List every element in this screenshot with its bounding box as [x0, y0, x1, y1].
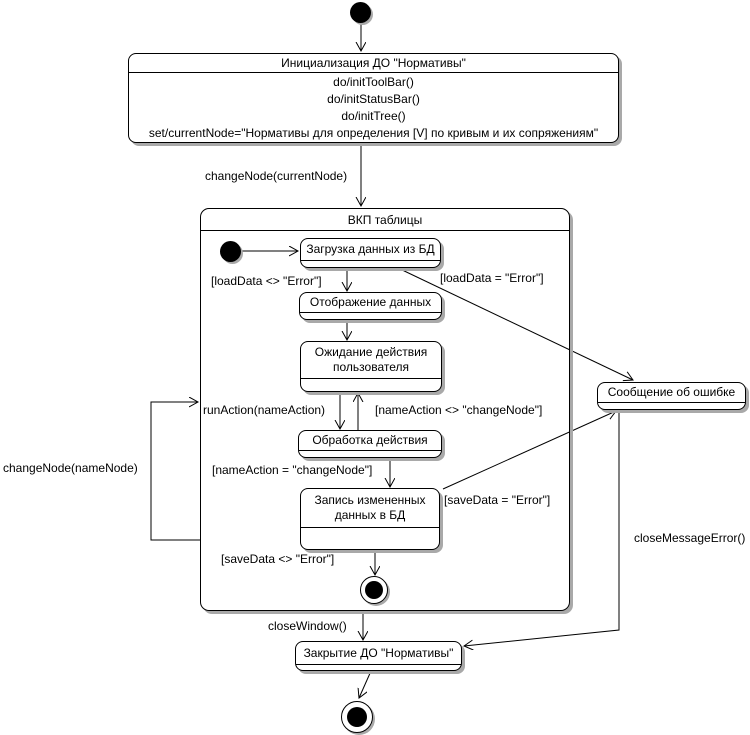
state-title: Запись измененных данных в БД	[301, 489, 439, 528]
action-line: do/initStatusBar()	[327, 92, 420, 106]
state-empty-compartment	[301, 528, 439, 549]
state-title: Сообщение об ошибке	[598, 383, 745, 403]
transition-label-close-message-error: closeMessageError()	[634, 531, 746, 545]
transition-label-name-action-neq: [nameAction <> "changeNode"]	[375, 403, 543, 417]
state-empty-compartment	[296, 665, 461, 670]
composite-state-title: ВКП таблицы	[201, 209, 569, 231]
transition-label-save-error: [saveData = "Error"]	[444, 493, 551, 507]
state-error-message: Сообщение об ошибке	[597, 382, 746, 410]
composite-state-vkp-table: ВКП таблицы	[200, 208, 570, 611]
arrow-load-to-error	[397, 267, 633, 380]
arrow-vkp-self-loop	[150, 402, 200, 541]
arrow-close-to-final	[359, 670, 372, 698]
state-load-data-from-db: Загрузка данных из БД	[300, 238, 441, 268]
transition-label-load-error: [loadData = "Error"]	[440, 271, 544, 285]
state-empty-compartment	[300, 313, 441, 319]
transition-label-save-ok: [saveData <> "Error"]	[221, 552, 335, 566]
inner-initial-state-icon	[220, 241, 241, 262]
inner-final-state-icon	[360, 576, 388, 604]
initial-state-icon	[350, 2, 371, 23]
state-actions: do/initToolBar() do/initStatusBar() do/i…	[129, 73, 618, 142]
state-display-data: Отображение данных	[299, 292, 442, 320]
state-save-changed-data: Запись измененных данных в БД	[300, 488, 440, 550]
action-line: do/initToolBar()	[333, 75, 414, 89]
transition-label-change-node-current: changeNode(currentNode)	[205, 169, 348, 183]
state-title: Инициализация ДО "Нормативы"	[129, 54, 618, 73]
state-close-do-normativy: Закрытие ДО "Нормативы"	[295, 641, 462, 671]
state-empty-compartment	[299, 451, 441, 457]
state-empty-compartment	[301, 379, 441, 391]
state-title: Загрузка данных из БД	[301, 239, 440, 261]
state-title: Закрытие ДО "Нормативы"	[296, 642, 461, 665]
arrow-error-to-close	[464, 409, 620, 646]
arrow-save-to-error	[442, 411, 616, 490]
state-title: Отображение данных	[300, 293, 441, 313]
transition-label-run-action: runAction(nameAction)	[203, 403, 326, 417]
action-line: set/currentNode="Нормативы для определен…	[148, 126, 599, 140]
state-wait-user-action: Ожидание действия пользователя	[300, 341, 442, 392]
state-empty-compartment	[301, 261, 440, 267]
state-title: Ожидание действия пользователя	[301, 342, 441, 379]
state-empty-compartment	[598, 403, 745, 409]
transition-label-load-ok: [loadData <> "Error"]	[211, 274, 322, 288]
final-state-icon	[341, 701, 373, 733]
transition-label-change-node-name: changeNode(nameNode)	[3, 461, 138, 475]
transition-label-name-action-eq: [nameAction = "changeNode"]	[212, 463, 373, 477]
state-init-do-normativy: Инициализация ДО "Нормативы" do/initTool…	[128, 53, 619, 143]
state-process-action: Обработка действия	[298, 430, 442, 458]
transition-label-close-window: closeWindow()	[268, 619, 347, 633]
state-title: Обработка действия	[299, 431, 441, 451]
action-line: do/initTree()	[341, 109, 406, 123]
